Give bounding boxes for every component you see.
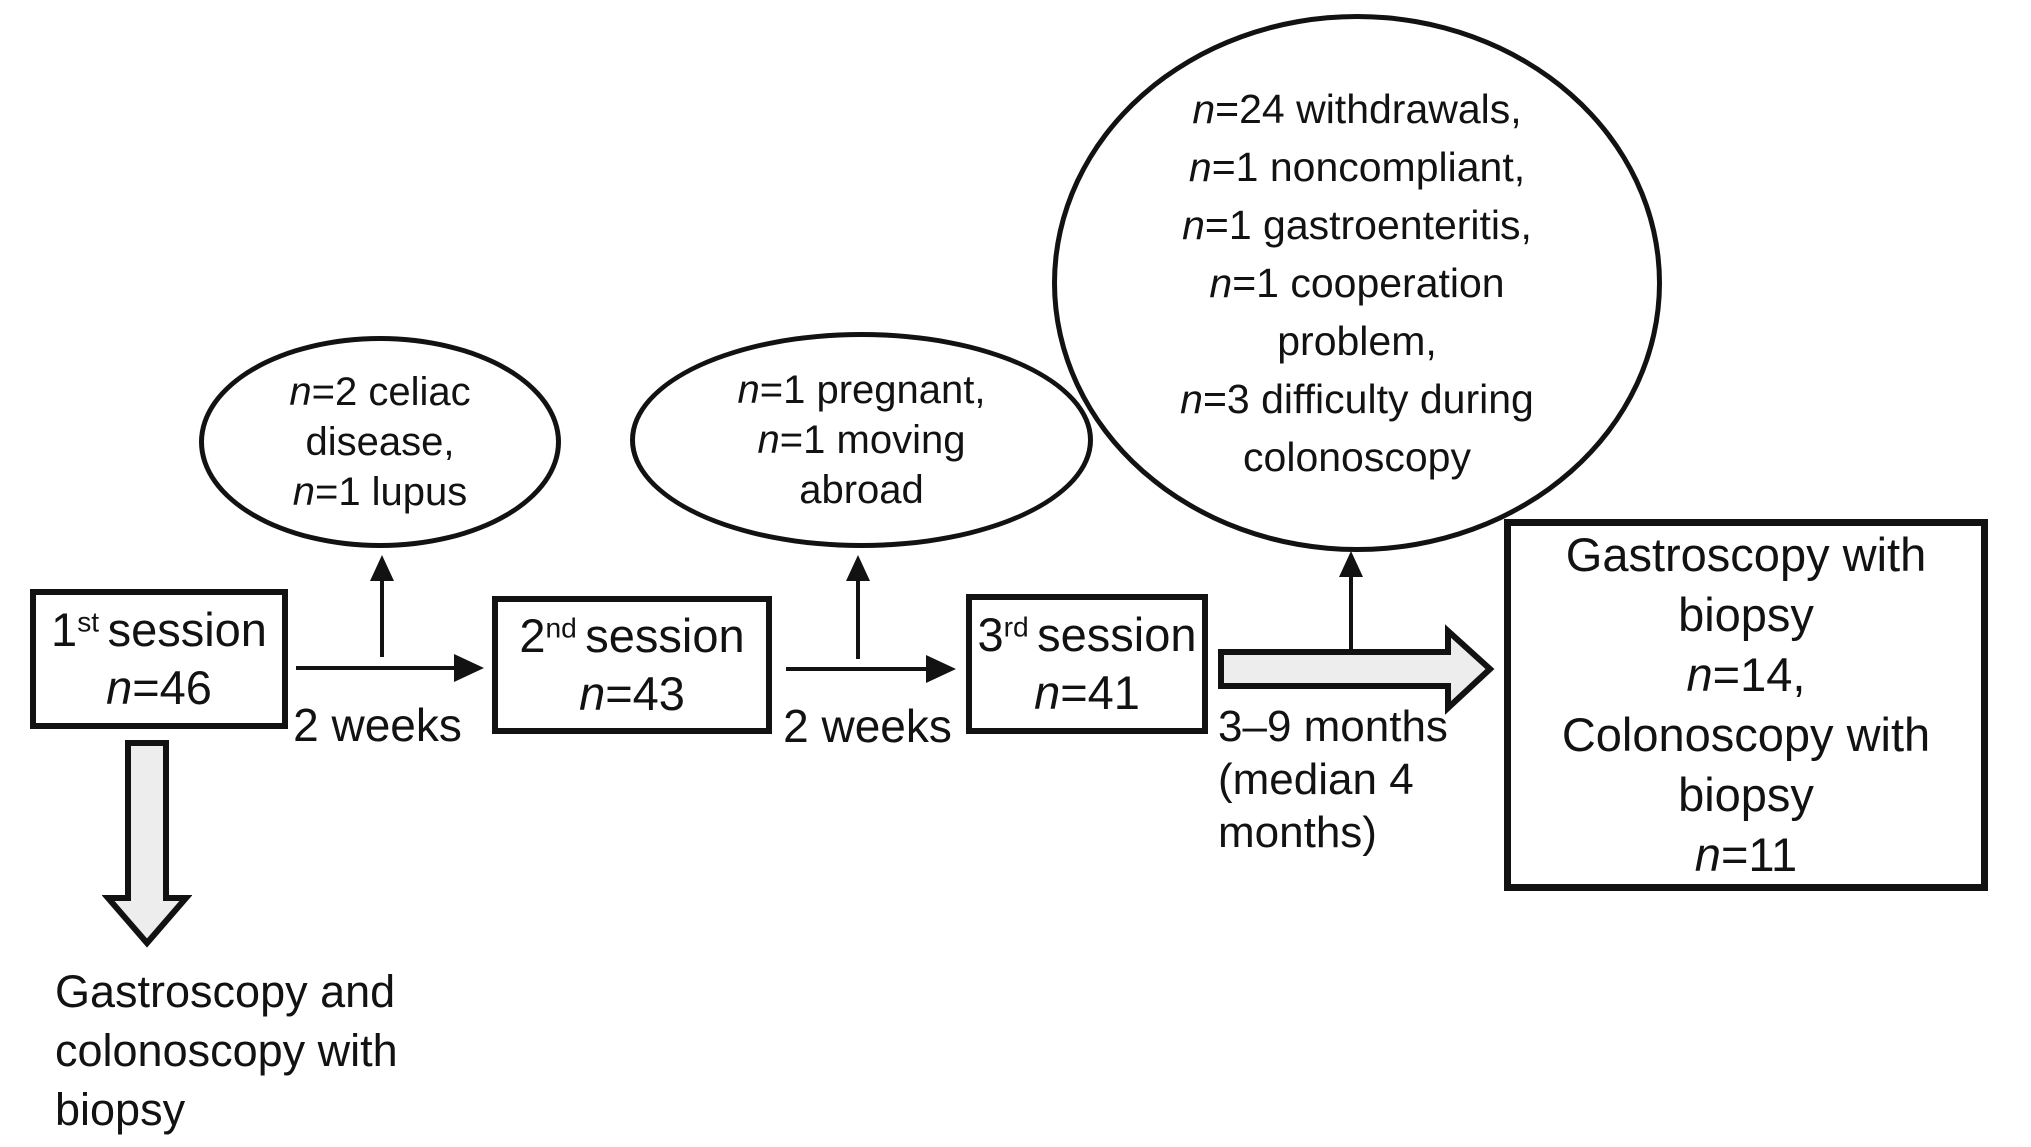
text-line: n=1 lupus [292, 470, 468, 514]
italic-n: n [289, 370, 312, 414]
text-line: n=1 moving [757, 418, 966, 462]
italic-n: n [1180, 376, 1203, 422]
outcome-box: Gastroscopy with biopsy n=14, Colonoscop… [1504, 519, 1988, 891]
ordinal-suffix: nd [545, 611, 577, 644]
text-line: biopsy [55, 1084, 186, 1135]
dropout-ellipse-session3: n=1 pregnant, n=1 moving abroad [630, 332, 1093, 548]
text-line: Gastroscopy with [1565, 528, 1927, 581]
ordinal-suffix: st [77, 605, 100, 638]
text-line: n=1 noncompliant, [1188, 144, 1526, 190]
italic-n: n [1209, 260, 1233, 306]
session-count: n=43 [579, 667, 685, 720]
italic-n: n [579, 667, 606, 720]
text-line: biopsy [1678, 768, 1814, 821]
baseline-procedures-label: Gastroscopy and colonoscopy with biopsy [55, 962, 398, 1139]
text-line: biopsy [1678, 588, 1814, 641]
text-line: n=1 pregnant, [737, 368, 986, 412]
italic-n: n [1034, 666, 1061, 719]
text-line: disease, [305, 420, 455, 464]
italic-n: n [1188, 144, 1212, 190]
text-line: n=3 difficulty during [1180, 376, 1534, 422]
followup-interval-label: 3–9 months (median 4 months) [1218, 700, 1448, 859]
italic-n: n [757, 418, 780, 462]
italic-n: n [737, 368, 760, 412]
text-line: Gastroscopy and [55, 966, 396, 1017]
text-line: colonoscopy [1243, 434, 1471, 480]
text-line: 3–9 months [1218, 702, 1448, 751]
text-line: n=1 gastroenteritis, [1182, 202, 1532, 248]
text-line: colonoscopy with [55, 1025, 398, 1076]
text-line: (median 4 [1218, 755, 1414, 804]
session-count: n=41 [1034, 666, 1140, 719]
dropout-ellipse-session2: n=2 celiac disease, n=1 lupus [199, 336, 561, 548]
italic-n: n [106, 661, 133, 714]
dropout-ellipse-followup: n=24 withdrawals, n=1 noncompliant, n=1 … [1052, 14, 1662, 552]
session-count: n=46 [106, 661, 212, 714]
text-line: n=11 [1694, 828, 1798, 881]
up-arrow-icon [846, 555, 870, 659]
up-arrow-icon [1339, 551, 1363, 659]
text-line: n=2 celiac [289, 370, 471, 414]
italic-n: n [1192, 86, 1216, 132]
text-line: n=14, [1686, 648, 1806, 701]
italic-n: n [292, 470, 315, 514]
block-down-arrow-icon [102, 740, 192, 948]
text-line: months) [1218, 808, 1377, 857]
block-right-arrow-icon [1218, 624, 1495, 715]
interval-label: 2 weeks [783, 700, 952, 752]
up-arrow-icon [370, 555, 394, 657]
italic-n: n [1182, 202, 1205, 248]
text-line: problem, [1277, 318, 1437, 364]
ordinal-suffix: rd [1003, 610, 1029, 643]
interval-label: 2 weeks [293, 699, 462, 751]
text-line: Colonoscopy with [1561, 708, 1931, 761]
right-arrow-icon [786, 655, 956, 683]
italic-n: n [1686, 648, 1713, 701]
italic-n: n [1694, 828, 1721, 881]
text-line: n=1 cooperation [1209, 260, 1505, 306]
text-line: n=24 withdrawals, [1192, 86, 1522, 132]
text-line: abroad [799, 468, 924, 512]
right-arrow-icon [296, 654, 484, 682]
